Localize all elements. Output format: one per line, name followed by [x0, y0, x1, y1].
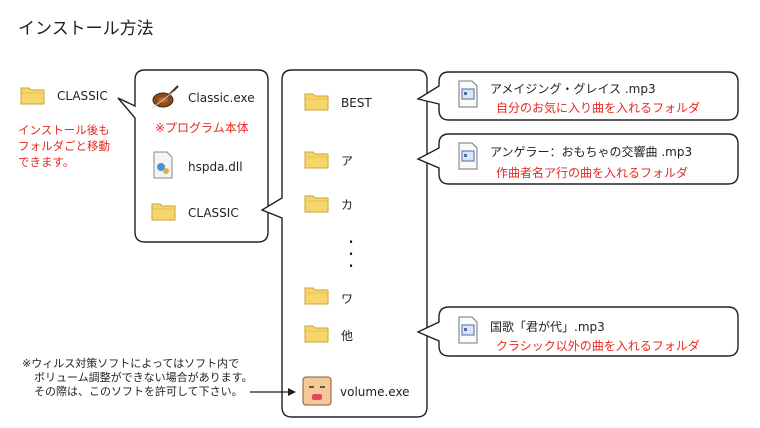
ellipsis-dots: ···: [347, 230, 355, 278]
folder-icon: [304, 325, 329, 343]
folder-icon: [304, 151, 329, 169]
root-note: インストール後も フォルダごと移動 できます。: [18, 122, 110, 170]
antivirus-note: ※ウィルス対策ソフトによってはソフト内で ボリューム調整ができない場合があります…: [22, 357, 253, 399]
antivirus-note-line-3: その際は、このソフトを許可して下さい。: [34, 385, 243, 398]
root-note-line-3: できます。: [18, 155, 75, 169]
callout-2-outline: [416, 133, 739, 185]
folder-icon: [304, 287, 329, 305]
antivirus-note-line-2: ボリューム調整ができない場合があります。: [34, 371, 253, 384]
arrow-head: [288, 388, 296, 396]
mp3-file-icon: [458, 80, 478, 108]
mp3-file-icon: [458, 142, 478, 170]
sub-box-outline: [260, 69, 428, 418]
folder-best-label: BEST: [341, 96, 372, 110]
callout-3-file: 国歌「君が代」.mp3: [490, 320, 605, 334]
antivirus-note-line-1: ※ウィルス対策ソフトによってはソフト内で: [22, 357, 240, 370]
folder-icon: [151, 203, 176, 221]
folder-ka-label: カ: [341, 198, 354, 212]
folder-wa-label: ワ: [341, 292, 354, 306]
folder-icon: [20, 87, 45, 105]
folder-other-label: 他: [341, 329, 354, 343]
page-title: インストール方法: [18, 19, 154, 39]
callout-1-file: アメイジング・グレイス .mp3: [490, 82, 656, 96]
violin-app-icon: [151, 85, 179, 109]
callout-3-outline: [416, 306, 739, 357]
dll-file-icon: [153, 151, 173, 179]
program-note: ※プログラム本体: [155, 121, 249, 135]
folder-icon: [304, 195, 329, 213]
callout-2-file: アンゲラー：おもちゃの交響曲 .mp3: [490, 145, 693, 159]
callout-2-desc: 作曲者名ア行の曲を入れるフォルダ: [496, 166, 689, 180]
root-note-line-2: フォルダごと移動: [18, 139, 110, 153]
dll-label: hspda.dll: [188, 160, 243, 174]
callout-3-desc: クラシック以外の曲を入れるフォルダ: [496, 339, 700, 353]
callout-1-outline: [416, 71, 739, 121]
sub-folder-label: CLASSIC: [188, 206, 239, 220]
folder-icon: [304, 93, 329, 111]
volume-face-icon: [302, 376, 332, 406]
volume-exe-label: volume.exe: [340, 385, 410, 399]
mp3-file-icon: [458, 316, 478, 344]
folder-a-label: ア: [341, 154, 354, 168]
classic-exe-label: Classic.exe: [188, 91, 255, 105]
callout-1-desc: 自分のお気に入り曲を入れるフォルダ: [496, 101, 701, 115]
classic-box-outline: [117, 69, 269, 243]
root-note-line-1: インストール後も: [18, 123, 110, 137]
root-folder-label: CLASSIC: [57, 89, 108, 103]
